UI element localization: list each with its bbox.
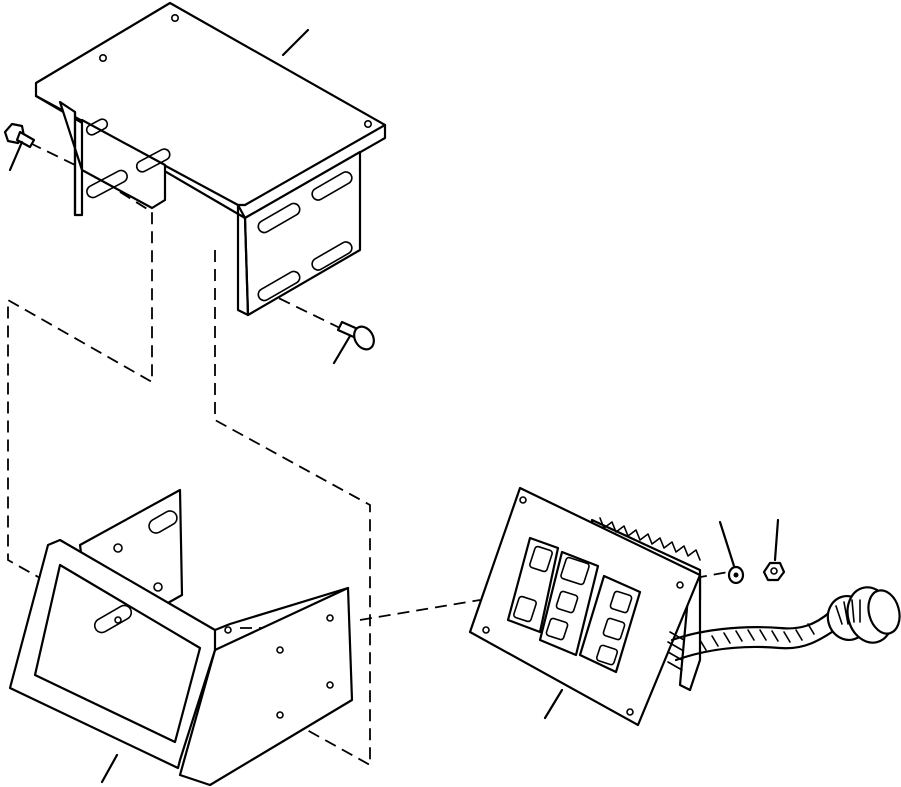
switch-block-middle [538, 550, 600, 657]
wire-harness [667, 586, 901, 671]
lock-washer-icon [727, 565, 745, 585]
top-mounting-bracket [34, 1, 387, 317]
lower-switch-housing [8, 488, 354, 787]
callout-top-bracket [281, 28, 310, 57]
hex-nut-icon [762, 561, 786, 582]
switch-block-right [578, 574, 642, 674]
callout-bolt-left [8, 140, 24, 172]
callout-housing [100, 753, 119, 784]
connector-icon [826, 586, 901, 644]
hex-bolt-icon [3, 122, 36, 149]
callout-washer [718, 520, 736, 568]
callout-panel [543, 688, 564, 720]
callout-bolt-right [332, 334, 352, 365]
switch-block-left [506, 536, 560, 634]
carriage-bolt-icon [336, 320, 375, 351]
callout-nut [773, 518, 780, 562]
callout-leaders [8, 28, 780, 784]
rocker-switch-panel [468, 486, 702, 727]
